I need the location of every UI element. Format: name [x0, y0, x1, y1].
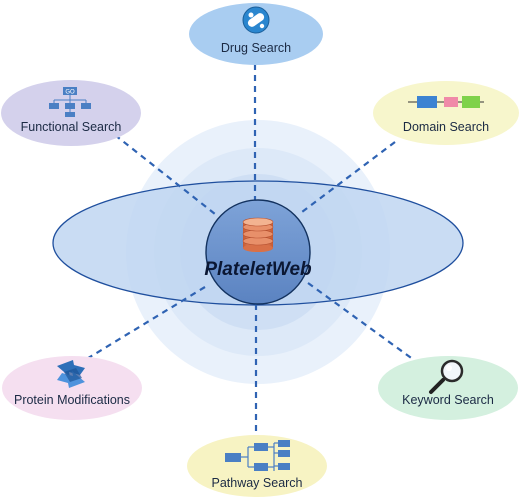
drug-search-label: Drug Search: [221, 41, 291, 55]
go-tree-icon: GO: [49, 87, 91, 117]
arrows-icon: [57, 360, 85, 388]
domain-search-label: Domain Search: [403, 120, 489, 134]
keyword-search-node[interactable]: Keyword Search: [378, 356, 518, 420]
center-label: PlateletWeb: [204, 259, 312, 280]
center-hub[interactable]: PlateletWeb: [204, 199, 312, 305]
pathway-search-label: Pathway Search: [211, 476, 302, 490]
pathway-search-node[interactable]: Pathway Search: [187, 435, 327, 497]
domain-search-node[interactable]: Domain Search: [373, 81, 519, 145]
connector-protein-modifications: [84, 286, 206, 361]
keyword-search-label: Keyword Search: [402, 393, 494, 407]
drug-search-bubble: [189, 3, 323, 65]
protein-modifications-bubble: [2, 356, 142, 420]
drug-search-node[interactable]: Drug Search: [189, 3, 323, 65]
domain-blocks-icon: [408, 96, 484, 108]
database-icon: [242, 217, 274, 252]
pill-icon: [242, 6, 270, 34]
go-tree-text: GO: [65, 90, 75, 96]
functional-search-label: Functional Search: [21, 120, 122, 134]
magnifier-icon: [429, 359, 464, 394]
connectors: [84, 64, 415, 437]
functional-search-node[interactable]: GO Functional Search: [1, 80, 141, 146]
pathway-icon: [225, 440, 290, 471]
domain-search-bubble: [373, 81, 519, 145]
protein-modifications-label: Protein Modifications: [14, 393, 130, 407]
keyword-search-bubble: [378, 356, 518, 420]
connector-domain-search: [301, 141, 396, 213]
protein-modifications-node[interactable]: Protein Modifications: [2, 356, 142, 420]
